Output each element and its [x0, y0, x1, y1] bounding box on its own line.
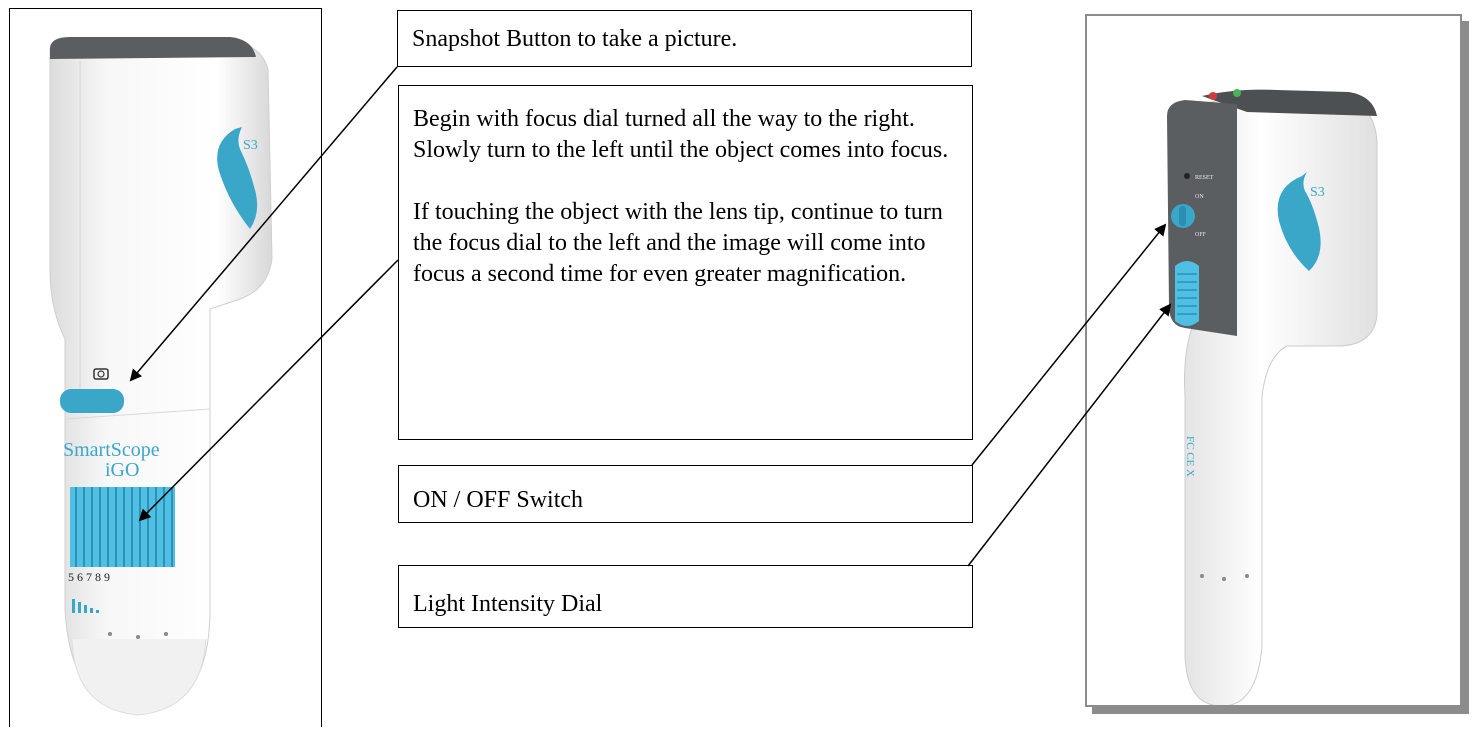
callout-light-text: Light Intensity Dial — [413, 591, 603, 617]
camera-icon — [93, 368, 109, 380]
certification-marks: FC CE X — [1184, 436, 1196, 477]
top-cap — [50, 37, 256, 59]
arrow-focus-dial — [138, 259, 399, 522]
front-view-photo-frame: S3 SmartScope iGO 5 6 7 8 9 — [9, 8, 322, 727]
callout-focus-paragraph-2: If touching the object with the lens tip… — [413, 199, 943, 287]
side-view-photo-frame: RESET ON OFF S3 FC CE X — [1085, 14, 1462, 707]
arrow-light-dial — [967, 303, 1172, 567]
reset-button[interactable] — [1184, 173, 1190, 179]
callout-focus-paragraph-1: Begin with focus dial turned all the way… — [413, 106, 949, 163]
microscope-front-image: S3 SmartScope iGO 5 6 7 8 9 — [49, 37, 273, 716]
s3-logo-icon: S3 — [217, 127, 258, 229]
callout-focus-dial: Begin with focus dial turned all the way… — [398, 85, 973, 440]
microscope-side-image: RESET ON OFF S3 FC CE X — [1167, 89, 1378, 707]
focus-dial[interactable] — [70, 487, 175, 567]
brand-line2: iGO — [105, 459, 139, 481]
callout-snapshot-text: Snapshot Button to take a picture. — [412, 26, 738, 52]
side-logo-text: S3 — [1310, 185, 1325, 200]
snapshot-button[interactable] — [60, 389, 124, 413]
brand-line1: SmartScope — [63, 439, 160, 461]
s3-logo-icon: S3 — [1277, 172, 1325, 271]
svg-text:FC CE X: FC CE X — [1184, 436, 1196, 477]
light-level-bars-icon — [72, 599, 99, 613]
callout-on-off: ON / OFF Switch — [398, 465, 973, 523]
callout-snapshot: Snapshot Button to take a picture. — [397, 10, 972, 67]
callout-light-intensity: Light Intensity Dial — [398, 565, 973, 628]
on-label: ON — [1195, 194, 1204, 200]
arrow-on-off — [971, 223, 1167, 466]
light-intensity-dial[interactable] — [1175, 261, 1199, 326]
logo-text: S3 — [243, 138, 258, 153]
off-label: OFF — [1195, 232, 1207, 238]
callout-on-off-text: ON / OFF Switch — [413, 487, 584, 513]
reset-label: RESET — [1195, 175, 1214, 181]
dial-scale: 5 6 7 8 9 — [68, 570, 110, 584]
arrow-snapshot — [129, 66, 398, 382]
